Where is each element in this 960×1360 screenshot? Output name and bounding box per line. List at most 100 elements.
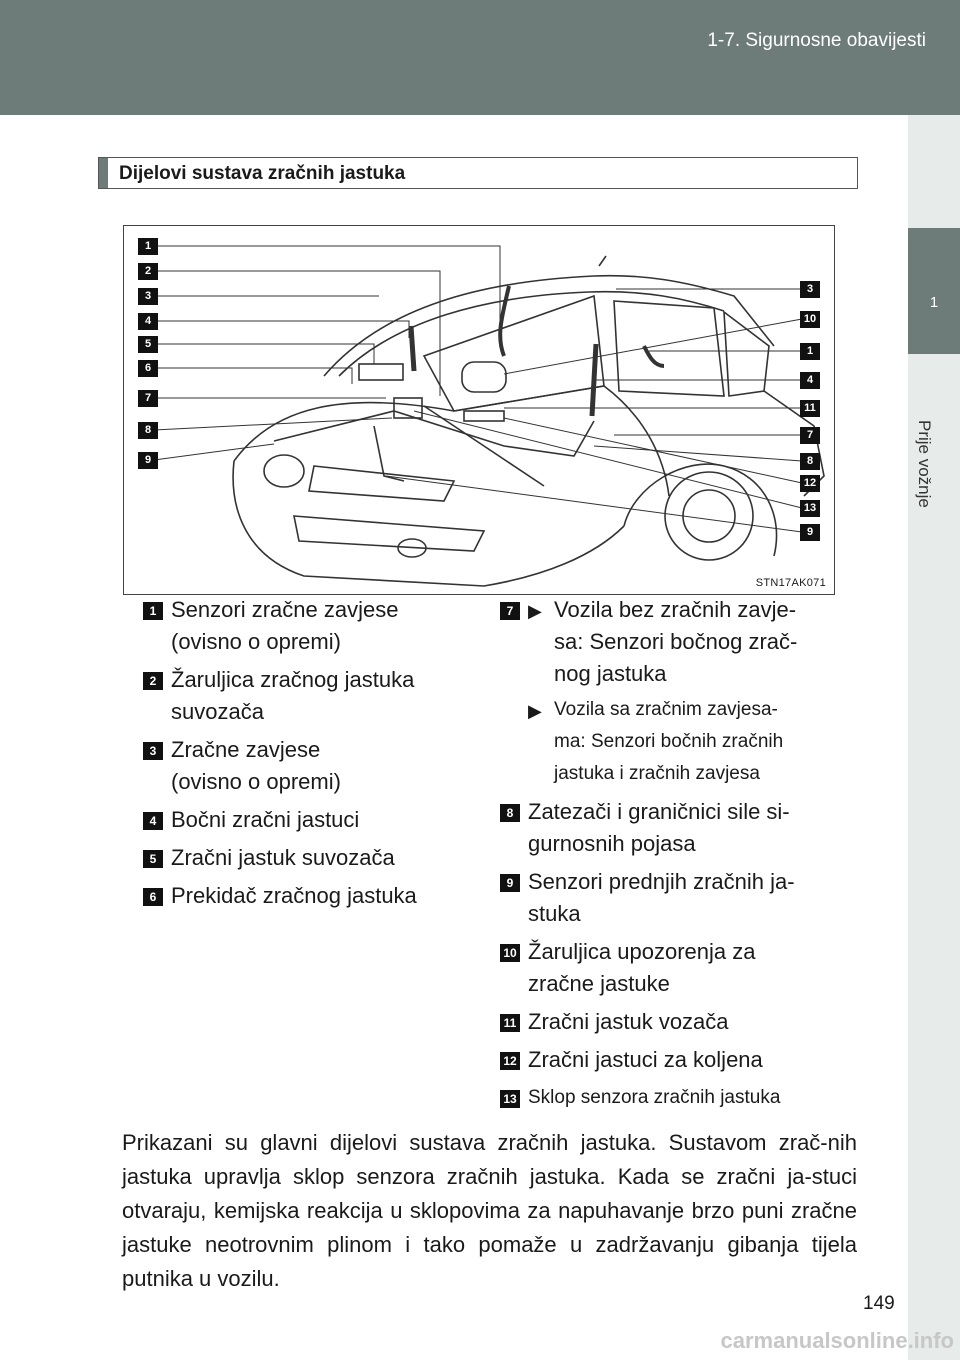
item-text: Zatezači i graničnici sile si-: [528, 799, 790, 824]
callout-badge: 3: [800, 281, 820, 298]
variant-a-line3: nog jastuka: [554, 661, 667, 686]
callout-badge: 7: [800, 427, 820, 444]
steering-wheel: [461, 361, 507, 393]
variant-b-line1: Vozila sa zračnim zavjesa-: [554, 699, 778, 720]
callout-badge: 11: [800, 400, 820, 417]
item-text-2: stuka: [528, 901, 581, 926]
item-text-2: suvozača: [171, 699, 264, 724]
callout-badge: 10: [800, 311, 820, 328]
arrow-right-icon: ▶: [528, 601, 542, 621]
badge: 3: [143, 742, 163, 760]
item-text: Sklop senzora zračnih jastuka: [528, 1087, 781, 1108]
callout-badge: 6: [138, 360, 158, 377]
section-title: Dijelovi sustava zračnih jastuka: [119, 163, 406, 184]
variant-b-line3: jastuka i zračnih zavjesa: [554, 763, 760, 784]
wiring-front: [373, 425, 405, 482]
bumper: [232, 460, 625, 587]
legend-item: 10 Žaruljica upozorenja za zračne jastuke: [500, 936, 840, 1000]
passenger-airbag: [358, 363, 404, 381]
curtain-airbag-front: [498, 285, 511, 357]
badge: 4: [143, 812, 163, 830]
item-text: Bočni zračni jastuci: [171, 807, 360, 832]
variant-b-line2: ma: Senzori bočnih zračnih: [554, 731, 784, 752]
roof-outline: [323, 274, 775, 377]
callout-badge: 3: [138, 288, 158, 305]
hood: [233, 385, 670, 497]
item-text-2: (ovisno o opremi): [171, 629, 341, 654]
lower-grille: [293, 515, 486, 552]
wiring-main: [273, 410, 595, 457]
grille: [308, 465, 456, 502]
curtain-airbag-rear: [642, 345, 665, 368]
badge: 6: [143, 888, 163, 906]
badge: 9: [500, 874, 520, 892]
variant-a: ▶ Vozila bez zračnih zavje-sa: Senzori bo…: [528, 594, 840, 690]
badge: 2: [143, 672, 163, 690]
badge: 8: [500, 804, 520, 822]
fog-light: [397, 538, 427, 558]
watermark: carmanualsonline.info: [720, 1328, 955, 1353]
knee-airbag: [463, 410, 505, 422]
badge: 11: [500, 1014, 520, 1032]
badge: 10: [500, 944, 520, 962]
callout-badge: 4: [138, 313, 158, 330]
wheel-arch: [623, 463, 778, 557]
callout-badge: 8: [800, 453, 820, 470]
variant-a-line2: sa: Senzori bočnog zrač-: [554, 629, 798, 654]
item-text-2: gurnosnih pojasa: [528, 831, 696, 856]
item-text: Senzori zračne zavjese: [171, 597, 399, 622]
chapter-title: 1-7. Sigurnosne obavijesti: [707, 30, 926, 51]
item-text: Žaruljica upozorenja za: [528, 939, 756, 964]
body-paragraph: Prikazani su glavni dijelovi sustava zra…: [122, 1130, 857, 1291]
chapter-tab-label: Prije vožnje: [915, 420, 934, 508]
item-text: Žaruljica zračnog jastuka: [171, 667, 415, 692]
badge: 13: [500, 1090, 520, 1108]
legend-item: 2 Žaruljica zračnog jastuka suvozača: [143, 664, 463, 728]
antenna: [598, 255, 607, 267]
callout-badge: 8: [138, 422, 158, 439]
chapter-tab[interactable]: 1: [908, 228, 960, 354]
heading-accent: [99, 158, 108, 188]
wiring-sensor: [423, 405, 545, 487]
variant-a-line1: Vozila bez zračnih zavje-: [554, 597, 797, 622]
legend-right: 7 ▶Vozila bez zračnih zavje-sa: Senzori …: [500, 594, 840, 1120]
legend-item: 13 Sklop senzora zračnih jastuka: [500, 1082, 840, 1114]
legend-item: 4 Bočni zračni jastuci: [143, 804, 463, 836]
front-wheel: [664, 471, 754, 561]
badge: 12: [500, 1052, 520, 1070]
callout-badge: 5: [138, 336, 158, 353]
item-text-2: (ovisno o opremi): [171, 769, 341, 794]
item-text: Senzori prednjih zračnih ja-: [528, 869, 795, 894]
item-text: Zračni jastuk suvozača: [171, 845, 395, 870]
callout-badge: 7: [138, 390, 158, 407]
chapter-number: 1: [929, 294, 939, 311]
callout-badge: 4: [800, 372, 820, 389]
headlight: [263, 454, 305, 488]
item-text: Zračne zavjese: [171, 737, 321, 762]
side-airbag-left: [408, 325, 417, 372]
sensor-assembly: [393, 397, 423, 419]
variant-b: ▶ Vozila sa zračnim zavjesa-ma: Senzori b…: [528, 694, 840, 790]
callout-badge: 9: [800, 524, 820, 541]
item-text-2: zračne jastuke: [528, 971, 670, 996]
car-illustration: [153, 245, 825, 587]
callout-badge: 1: [138, 238, 158, 255]
header-bar: 1-7. Sigurnosne obavijesti: [0, 0, 960, 115]
legend-item: 3 Zračne zavjese (ovisno o opremi): [143, 734, 463, 798]
callout-badge: 2: [138, 263, 158, 280]
arrow-right-icon: ▶: [528, 701, 542, 721]
callout-badge: 1: [800, 343, 820, 360]
callout-badge: 13: [800, 500, 820, 517]
figure-code: STN17AK071: [755, 577, 826, 589]
wheel-hub: [682, 489, 736, 543]
rear-door-window: [723, 310, 770, 397]
callout-badge: 9: [138, 452, 158, 469]
page-number: 149: [863, 1293, 895, 1314]
legend-item: 9 Senzori prednjih zračnih ja-stuka: [500, 866, 840, 930]
